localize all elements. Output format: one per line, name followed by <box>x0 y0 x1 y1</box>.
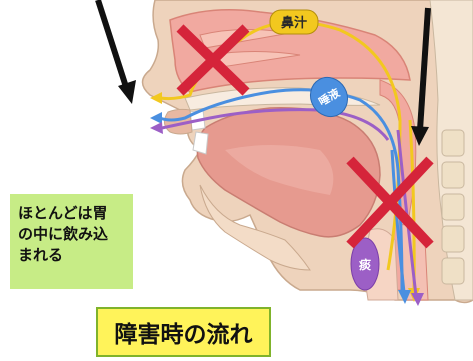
black-arrow-icon <box>411 7 431 146</box>
diagram-title: 障害時の流れ <box>96 307 271 357</box>
phlegm-label: 痰 <box>359 257 372 272</box>
note-line-2: の中に飲み込 <box>18 225 109 243</box>
swallow-note: ほとんどは胃 の中に飲み込 まれる <box>10 194 133 289</box>
phlegm-arrowhead <box>150 122 163 134</box>
purple-down-arrowhead <box>411 293 424 306</box>
nasal-discharge-arrow <box>159 20 402 271</box>
tongue-highlight <box>225 145 334 195</box>
black-arrow-icon <box>95 0 136 104</box>
phlegm-arrow <box>161 108 390 141</box>
cross-mark-icon <box>176 24 250 96</box>
cross-mark-icon <box>346 156 434 249</box>
blue-downflow <box>390 149 406 293</box>
nasal-label-bubble <box>269 9 319 35</box>
vertebrae <box>441 129 465 285</box>
nasal-discharge-arrowhead <box>150 92 162 104</box>
purple-downflow <box>396 129 418 297</box>
blue-down-arrowhead <box>398 290 411 304</box>
lips <box>164 108 193 135</box>
phlegm-label-bubble <box>350 237 380 291</box>
jaw <box>199 184 311 271</box>
note-line-1: ほとんどは胃 <box>18 204 108 222</box>
saliva-label-bubble <box>309 76 349 118</box>
nasal-label: 鼻汁 <box>281 15 307 31</box>
note-line-3: まれる <box>18 246 64 264</box>
saliva-arrowhead <box>150 112 162 124</box>
